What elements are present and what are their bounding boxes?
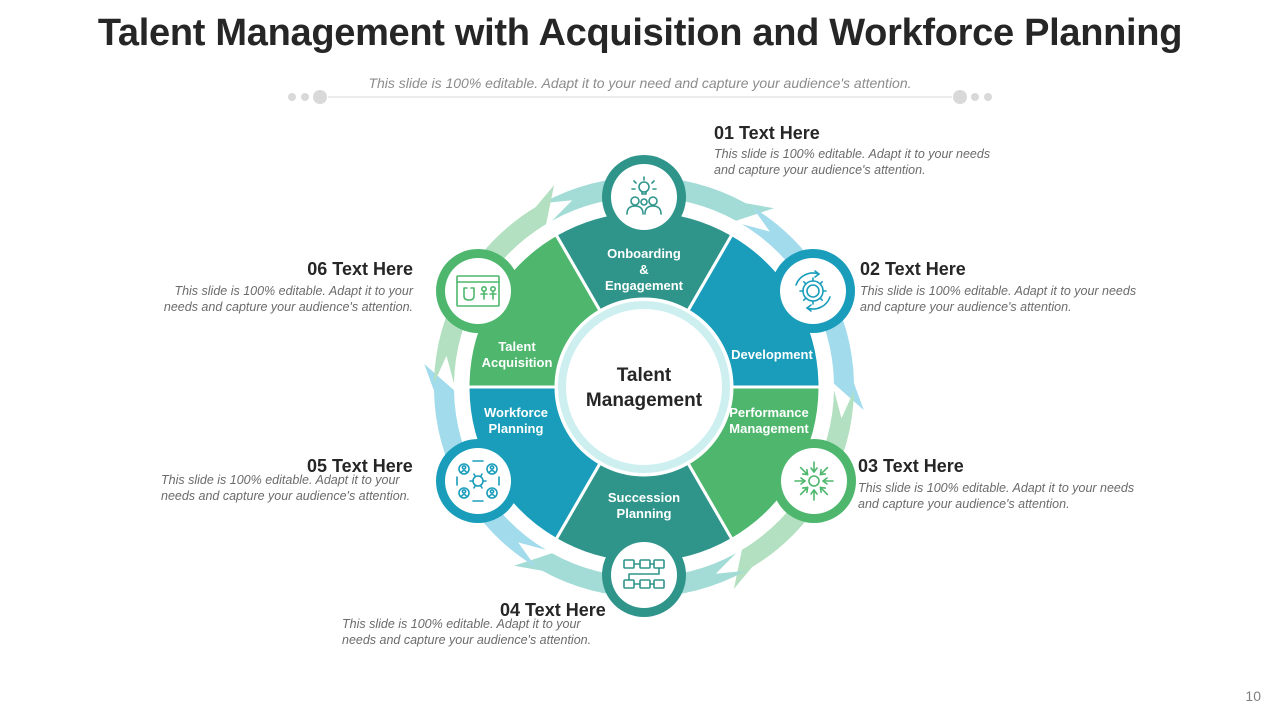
- callout-04-text: This slide is 100% editable. Adapt it to…: [342, 617, 592, 647]
- callout-06-heading: 06 Text Here: [307, 259, 413, 279]
- segment-1: [554, 209, 734, 313]
- segment-3: [686, 385, 822, 541]
- callout-05-heading: 05 Text Here: [307, 456, 413, 476]
- badge-4: [602, 533, 686, 617]
- magnet-people-icon: [456, 275, 500, 307]
- team-idea-icon: [626, 176, 662, 215]
- center-circle: [566, 309, 722, 465]
- segment-1-label: &: [639, 262, 648, 277]
- segment-4-label: Planning: [617, 506, 672, 521]
- center-title-line1: Talent: [617, 365, 672, 386]
- slide-subtitle: This slide is 100% editable. Adapt it to…: [368, 75, 912, 91]
- badge-6: [436, 249, 520, 333]
- page-number: 10: [1245, 688, 1261, 704]
- segment-6-label: Talent: [498, 339, 536, 354]
- segment-4-label: Succession: [608, 490, 680, 505]
- badge-2: [771, 249, 855, 333]
- gear-cycle-icon: [795, 270, 831, 312]
- center-title-line2: Management: [586, 390, 703, 411]
- segment-1-label: Engagement: [605, 278, 684, 293]
- callout-01-heading: 01 Text Here: [714, 123, 820, 143]
- segment-3-label: Management: [729, 421, 809, 436]
- flowchart-icon: [623, 559, 665, 589]
- segment-5-label: Planning: [489, 421, 544, 436]
- callout-03-text: This slide is 100% editable. Adapt it to…: [858, 481, 1135, 511]
- segment-5-label: Workforce: [484, 405, 548, 420]
- cycle-arrow: [424, 363, 547, 567]
- callout-06-text: This slide is 100% editable. Adapt it to…: [163, 284, 413, 314]
- callout-02-heading: 02 Text Here: [860, 259, 966, 279]
- segment-2: [686, 233, 822, 389]
- cycle-arrow: [733, 390, 854, 589]
- segment-5: [466, 385, 602, 541]
- badge-3: [772, 439, 856, 523]
- cycle-arrow: [514, 553, 746, 598]
- callout-04-heading: 04 Text Here: [500, 600, 606, 620]
- segment-4: [554, 461, 734, 565]
- segment-3-label: Performance: [729, 405, 808, 420]
- callout-03-heading: 03 Text Here: [858, 456, 964, 476]
- badge-1: [602, 155, 686, 239]
- segment-6-label: Acquisition: [482, 355, 553, 370]
- cycle-arrow: [542, 176, 774, 221]
- segment-1-label: Onboarding: [607, 246, 681, 261]
- segment-6: [466, 233, 602, 389]
- people-network-icon: [456, 460, 500, 502]
- callout-02-text: This slide is 100% editable. Adapt it to…: [860, 284, 1137, 314]
- segment-2-label: Development: [731, 347, 813, 362]
- arrows-inward-gear-icon: [794, 461, 834, 501]
- slide-title: Talent Management with Acquisition and W…: [97, 12, 1183, 54]
- badge-5: [436, 439, 520, 523]
- callout-05-text: This slide is 100% editable. Adapt it to…: [161, 473, 411, 503]
- callout-01-text: This slide is 100% editable. Adapt it to…: [714, 147, 991, 177]
- cycle-arrow: [434, 185, 555, 384]
- cycle-arrow: [741, 207, 864, 411]
